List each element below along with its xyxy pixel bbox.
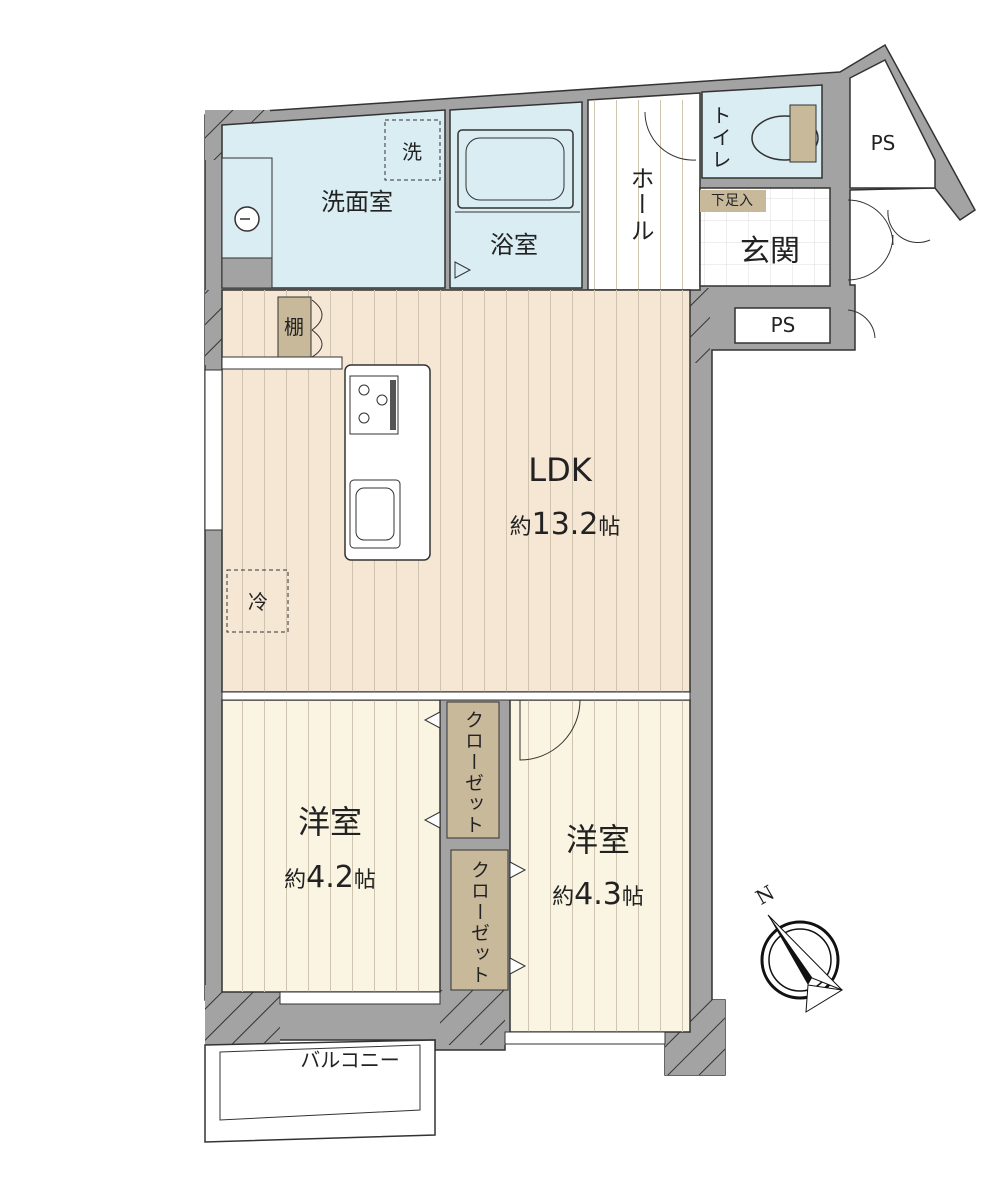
kitchen-sink-icon [349, 479, 401, 549]
ps-bottom-box [734, 307, 831, 344]
shoe-cabinet [700, 190, 766, 212]
fridge-label: 冷 [248, 590, 268, 614]
fridge-space [226, 569, 289, 633]
ldk-label: LDK [528, 451, 592, 489]
shoe-cabinet-label: 下足入 [711, 193, 753, 209]
washer-space [384, 119, 441, 181]
washroom-label: 洗面室 [321, 188, 393, 216]
ps-top-label: PS [870, 131, 896, 155]
ps-bottom-label: PS [770, 313, 796, 337]
shelf-box [277, 296, 312, 358]
bath-label: 浴室 [490, 231, 538, 259]
balcony-label: バルコニー [300, 1048, 400, 1072]
bedroom1-label: 洋室 [297, 803, 363, 841]
column [440, 990, 505, 1045]
ldk-size: 約13.2帖 [509, 507, 621, 542]
toilet-label: トイレ [708, 105, 732, 171]
ps-top [849, 58, 936, 189]
closet1-box [446, 701, 500, 839]
hall-label: ホール [626, 166, 654, 244]
closet1-label: クローゼット [462, 710, 484, 836]
bedroom2-label: 洋室 [565, 821, 631, 859]
washer-label: 洗 [402, 140, 422, 164]
shelf-label: 棚 [284, 315, 304, 339]
compass-icon [760, 914, 844, 1013]
washroom-storage [221, 257, 273, 289]
bedroom1-size: 約4.2帖 [284, 860, 376, 895]
closet2-box [450, 849, 509, 991]
entrance-label: 玄関 [740, 234, 800, 269]
bedroom2-size: 約4.3帖 [552, 877, 644, 912]
column [205, 985, 280, 1045]
closet2-label: クローゼット [468, 860, 490, 986]
